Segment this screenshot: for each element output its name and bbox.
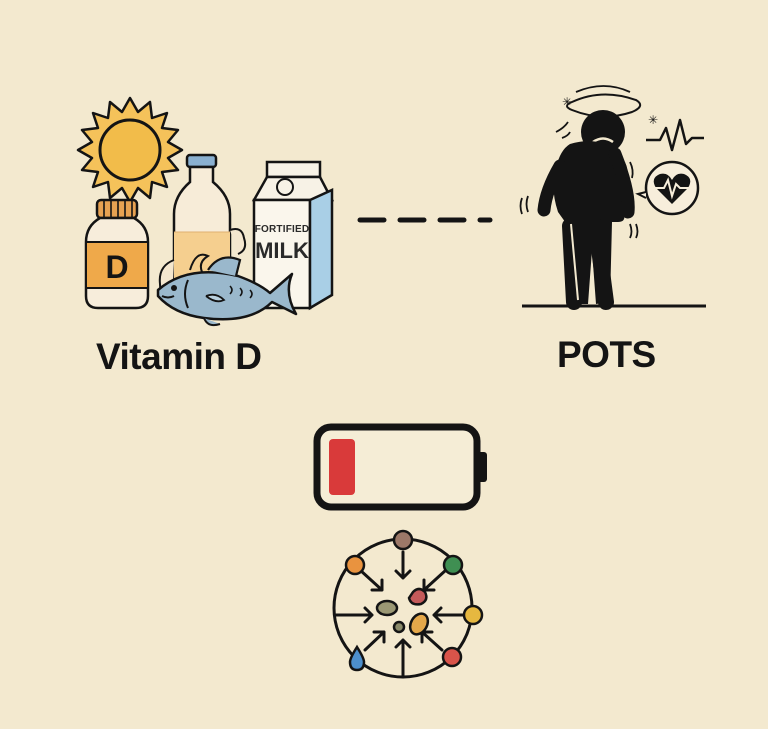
- dizzy-person-icon: ✳ ✳: [519, 85, 658, 310]
- nutrient-circle-icon: [320, 520, 490, 680]
- heartbeat-line-icon: [646, 118, 704, 152]
- heart-pulse-icon: [635, 160, 700, 216]
- milk-carton-icon: FORTIFIED MILK: [251, 160, 335, 311]
- sun-icon: [76, 96, 184, 204]
- svg-text:✳: ✳: [648, 113, 658, 127]
- fish-icon: [156, 256, 298, 327]
- supplement-d-label: D: [105, 249, 128, 285]
- pill-bottle-icon: D: [84, 198, 150, 310]
- carton-milk-text: MILK: [255, 238, 309, 263]
- battery-charge-level: [329, 439, 355, 495]
- pots-illustration: ✳ ✳: [500, 80, 720, 320]
- dashed-connector: [356, 214, 496, 226]
- carton-fortified-text: FORTIFIED: [255, 224, 310, 235]
- svg-text:✳: ✳: [562, 95, 572, 109]
- vitamin-d-label: Vitamin D: [96, 336, 262, 377]
- low-battery-icon: [312, 422, 492, 512]
- vitamin-d-sources: D FORTIFIED MILK: [70, 80, 340, 330]
- pots-label: POTS: [557, 334, 656, 375]
